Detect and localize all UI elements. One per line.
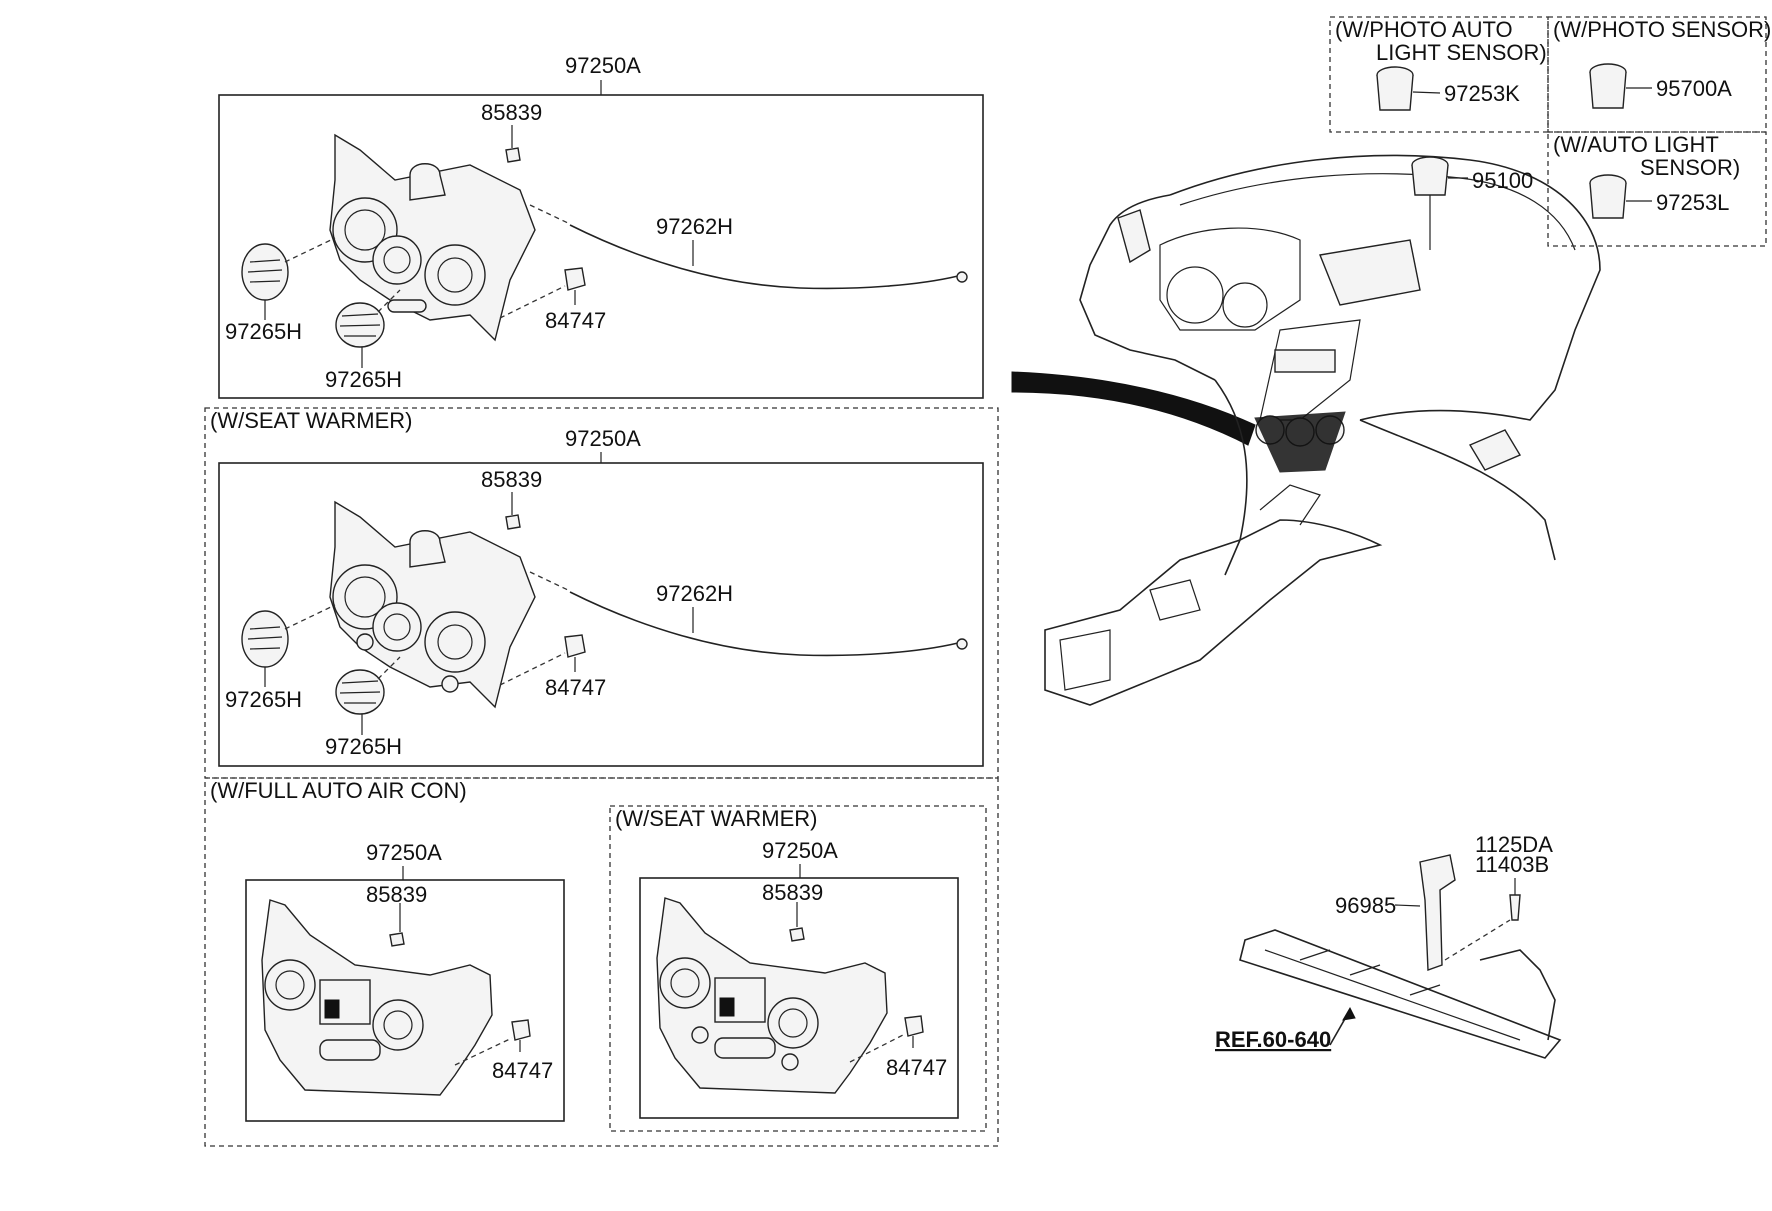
seat-warmer-assy-label[interactable]: 97250A bbox=[565, 426, 641, 451]
sensor-95700a-label[interactable]: 95700A bbox=[1656, 76, 1732, 101]
auto-control-panel bbox=[261, 899, 493, 1096]
full-auto-seat-warmer-assy-frame bbox=[639, 877, 959, 1119]
bracket-bolt-label-2[interactable]: 11403B bbox=[1475, 852, 1549, 877]
base-knob-label-1[interactable]: 97265H bbox=[225, 319, 302, 344]
clip-85839-sw bbox=[505, 514, 521, 530]
sensor-95700a bbox=[1589, 63, 1627, 109]
full-auto-clip-label[interactable]: 85839 bbox=[366, 882, 427, 907]
photo-auto-light-title-2[interactable]: LIGHT SENSOR) bbox=[1376, 40, 1547, 65]
base-clip-label[interactable]: 85839 bbox=[481, 100, 542, 125]
seat-warmer-group: (W/SEAT WARMER) 97250A 97265H 97265H bbox=[204, 407, 999, 779]
auto-light-title-1[interactable]: (W/AUTO LIGHT bbox=[1553, 132, 1719, 157]
sensor-95100-label[interactable]: 95100 bbox=[1472, 168, 1533, 193]
heater-control-panel bbox=[329, 133, 536, 342]
full-auto-assy-label[interactable]: 97250A bbox=[366, 840, 442, 865]
ref-60-640-label[interactable]: REF.60-640 bbox=[1215, 1027, 1331, 1052]
knob-97265h-bottom bbox=[335, 302, 385, 348]
auto-control-panel-seat-warmer bbox=[656, 897, 888, 1094]
knob-97265h-left-sw bbox=[241, 610, 289, 668]
sensor-97253k-label[interactable]: 97253K bbox=[1444, 81, 1520, 106]
full-auto-seat-warmer-title[interactable]: (W/SEAT WARMER) bbox=[615, 806, 817, 831]
sensor-group: (W/PHOTO AUTO LIGHT SENSOR) 97253K (W/PH… bbox=[1329, 16, 1771, 250]
photo-auto-light-frame bbox=[1329, 16, 1549, 133]
base-knob-label-2[interactable]: 97265H bbox=[325, 367, 402, 392]
bracket-84747-auto-sw bbox=[904, 1015, 924, 1037]
dashboard-illustration bbox=[1011, 154, 1601, 706]
sensor-95100 bbox=[1411, 156, 1449, 196]
location-pointer bbox=[1011, 371, 1256, 446]
full-auto-dashed-frame bbox=[204, 777, 999, 1147]
bracket-84747 bbox=[564, 267, 586, 291]
cable-97262h-sw bbox=[569, 591, 959, 657]
base-control-group: 97250A 97265H 97265H 85839 bbox=[218, 53, 984, 399]
full-auto-assy-frame bbox=[245, 879, 565, 1122]
sensor-97253l-label[interactable]: 97253L bbox=[1656, 190, 1729, 215]
bracket-84747-auto bbox=[511, 1019, 531, 1041]
base-assy-label[interactable]: 97250A bbox=[565, 53, 641, 78]
seat-warmer-clip-label[interactable]: 85839 bbox=[481, 467, 542, 492]
base-assy-frame bbox=[218, 94, 984, 399]
full-auto-bracket-label[interactable]: 84747 bbox=[492, 1058, 553, 1083]
clip-85839-auto bbox=[389, 932, 405, 947]
bracket-bolt-label-1[interactable]: 1125DA bbox=[1475, 832, 1553, 857]
bracket-96985-label[interactable]: 96985 bbox=[1335, 893, 1396, 918]
knob-97265h-left bbox=[241, 243, 289, 301]
sensor-97253l bbox=[1589, 174, 1627, 219]
bracket-group: 1125DA 11403B 96985 REF.60-640 bbox=[1215, 832, 1562, 1059]
base-cable-label[interactable]: 97262H bbox=[656, 214, 733, 239]
seat-warmer-knob-label-2[interactable]: 97265H bbox=[325, 734, 402, 759]
clip-85839 bbox=[505, 147, 521, 163]
bracket-96985 bbox=[1419, 854, 1456, 971]
clip-85839-auto-sw bbox=[789, 927, 805, 942]
seat-warmer-knob-label-1[interactable]: 97265H bbox=[225, 687, 302, 712]
auto-light-frame bbox=[1547, 131, 1767, 247]
full-auto-title[interactable]: (W/FULL AUTO AIR CON) bbox=[210, 778, 467, 803]
full-auto-seat-warmer-clip-label[interactable]: 85839 bbox=[762, 880, 823, 905]
cable-97262h bbox=[569, 224, 959, 290]
full-auto-group: (W/FULL AUTO AIR CON) 97250A 85839 84747… bbox=[204, 777, 999, 1147]
base-bracket-label[interactable]: 84747 bbox=[545, 308, 606, 333]
seat-warmer-title[interactable]: (W/SEAT WARMER) bbox=[210, 408, 412, 433]
full-auto-seat-warmer-assy-label[interactable]: 97250A bbox=[762, 838, 838, 863]
heater-control-panel-seat-warmer bbox=[329, 500, 536, 709]
seat-warmer-assy-frame bbox=[218, 462, 984, 767]
bolt-1125da bbox=[1509, 894, 1521, 921]
full-auto-seat-warmer-bracket-label[interactable]: 84747 bbox=[886, 1055, 947, 1080]
seat-warmer-bracket-label[interactable]: 84747 bbox=[545, 675, 606, 700]
photo-auto-light-title-1[interactable]: (W/PHOTO AUTO bbox=[1335, 17, 1513, 42]
seat-warmer-cable-label[interactable]: 97262H bbox=[656, 581, 733, 606]
bracket-84747-sw bbox=[564, 634, 586, 658]
auto-light-title-2[interactable]: SENSOR) bbox=[1640, 155, 1740, 180]
photo-sensor-title[interactable]: (W/PHOTO SENSOR) bbox=[1553, 17, 1771, 42]
knob-97265h-bottom-sw bbox=[335, 669, 385, 715]
sensor-97253k bbox=[1376, 66, 1414, 111]
